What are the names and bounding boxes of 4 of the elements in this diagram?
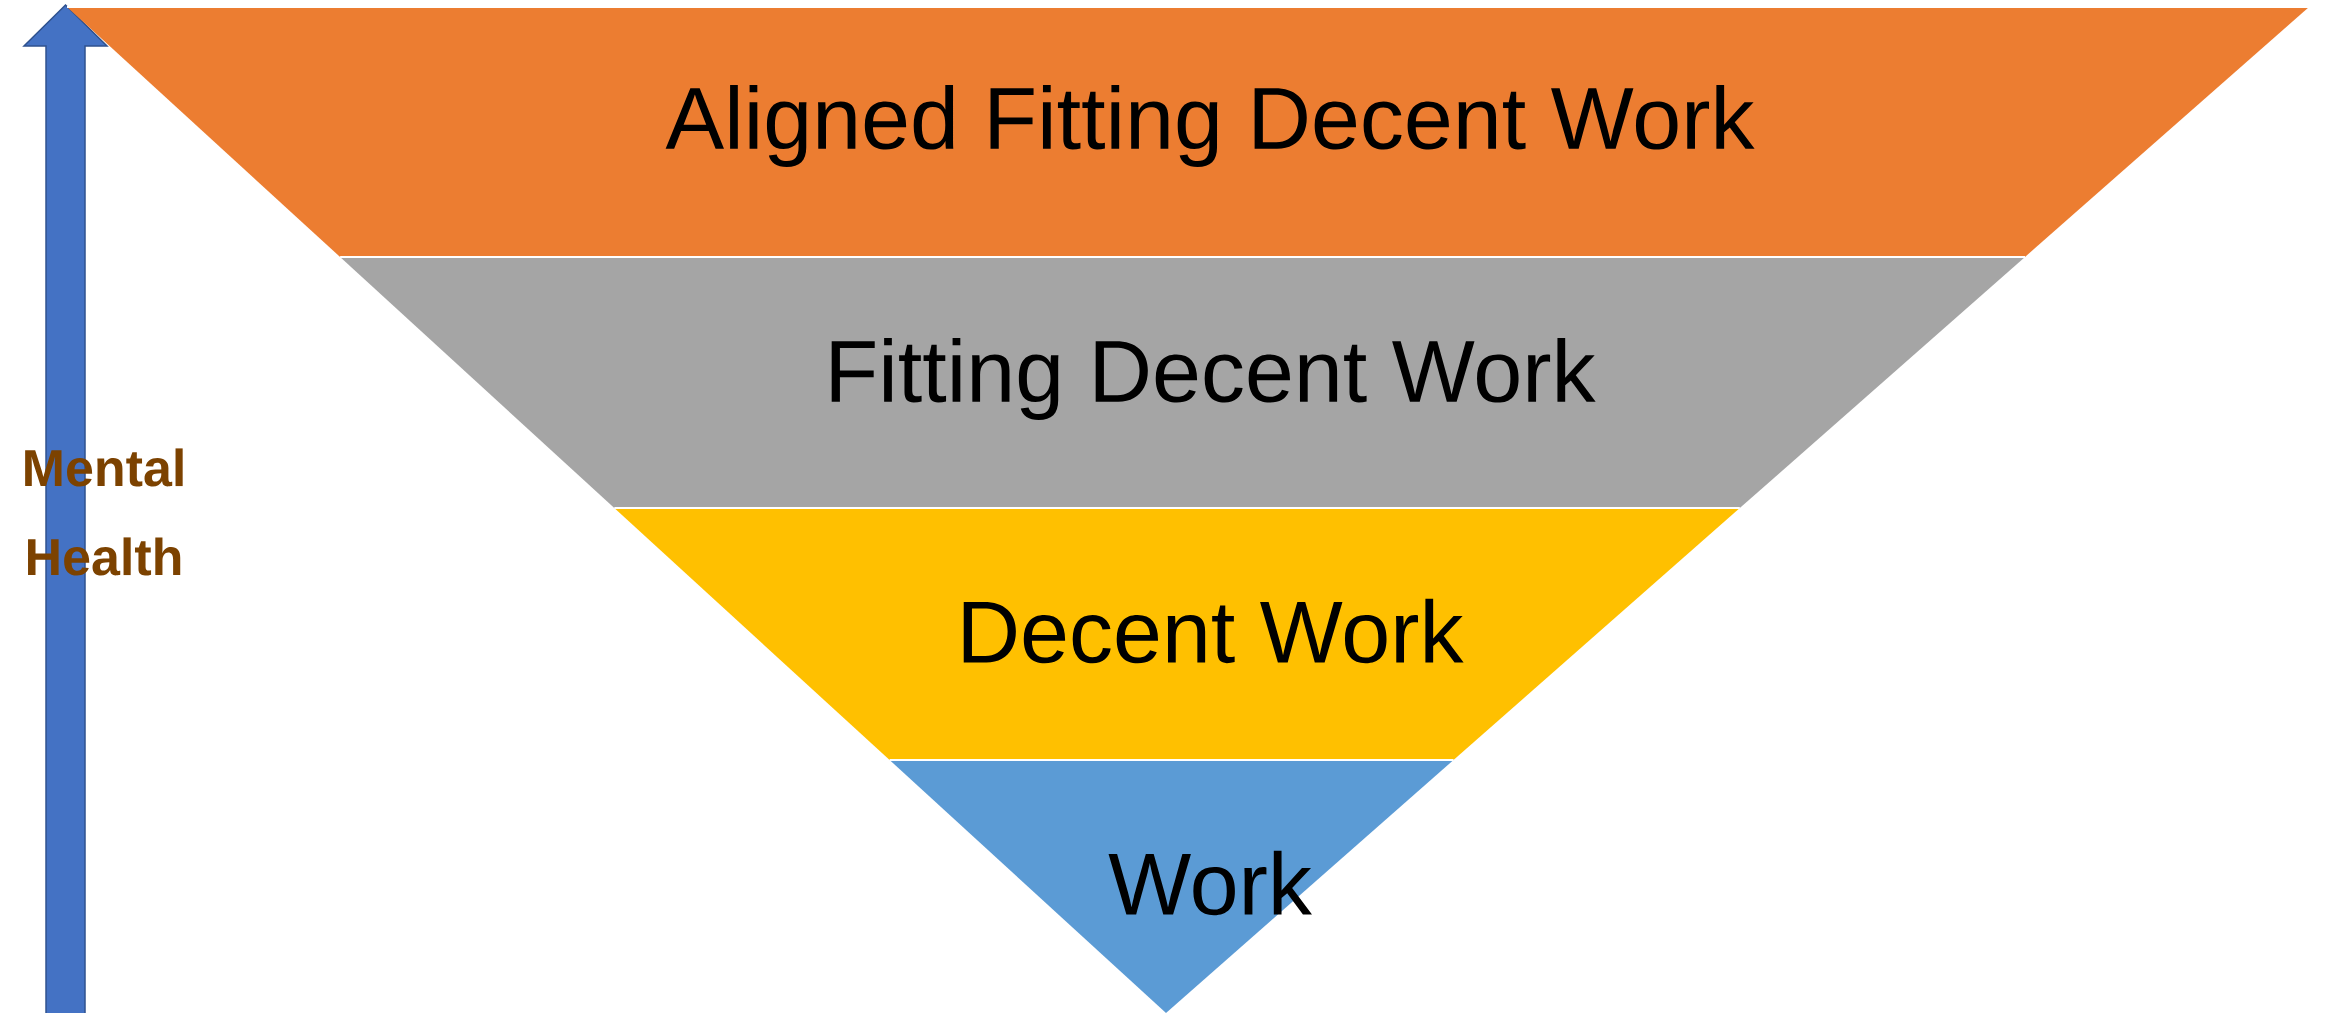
- pyramid-band: Fitting Decent Work: [339, 256, 2026, 508]
- pyramid-band: Work: [888, 759, 1455, 1013]
- pyramid-band: Decent Work: [613, 507, 1741, 760]
- pyramid-band: Aligned Fitting Decent Work: [66, 6, 2311, 257]
